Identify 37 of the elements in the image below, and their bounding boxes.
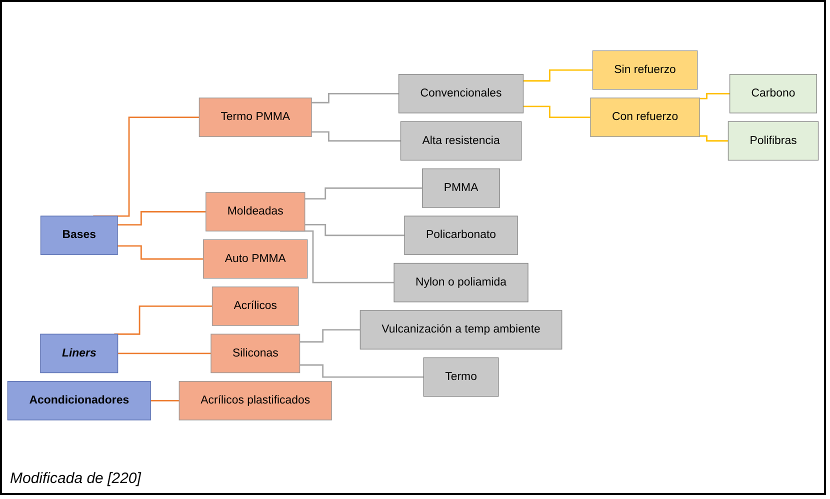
connector	[117, 244, 204, 260]
node-box: Nylon o poliamida	[394, 262, 528, 302]
node-box: PMMA	[422, 168, 500, 208]
connector	[150, 400, 180, 402]
node-box: Liners	[40, 333, 118, 373]
node-box: Acrílicos	[212, 286, 299, 326]
node-box: Polifibras	[728, 120, 819, 160]
node-box: Con refuerzo	[590, 97, 700, 137]
connector	[117, 210, 206, 226]
connector	[300, 364, 424, 378]
connector	[312, 92, 399, 103]
node-box: Siliconas	[210, 333, 300, 373]
connector	[304, 224, 405, 236]
node-box: Carbono	[729, 74, 818, 113]
connector	[523, 105, 590, 118]
connector	[280, 230, 394, 283]
connector	[304, 187, 422, 200]
connector	[114, 305, 212, 334]
connector	[700, 92, 730, 99]
connector	[523, 68, 593, 82]
node-box: Acondicionadores	[7, 380, 151, 420]
node-box: Alta resistencia	[400, 120, 522, 160]
node-box: Termo	[423, 357, 499, 396]
node-box: Sin refuerzo	[592, 50, 698, 90]
node-box: Moldeadas	[206, 192, 306, 232]
node-box: Termo PMMA	[198, 97, 312, 137]
caption: Modificada de [220]	[9, 469, 142, 489]
connector	[700, 134, 728, 142]
node-box: Bases	[40, 215, 118, 255]
connector	[300, 328, 360, 342]
node-box: Auto PMMA	[203, 238, 308, 278]
connector	[118, 352, 211, 354]
node-box: Policarbonato	[404, 215, 518, 255]
node-box: Vulcanización a temp ambiente	[360, 310, 562, 350]
node-box: Acrílicos plastificados	[178, 380, 332, 420]
node-box: Convencionales	[398, 74, 524, 113]
connector	[312, 130, 401, 142]
